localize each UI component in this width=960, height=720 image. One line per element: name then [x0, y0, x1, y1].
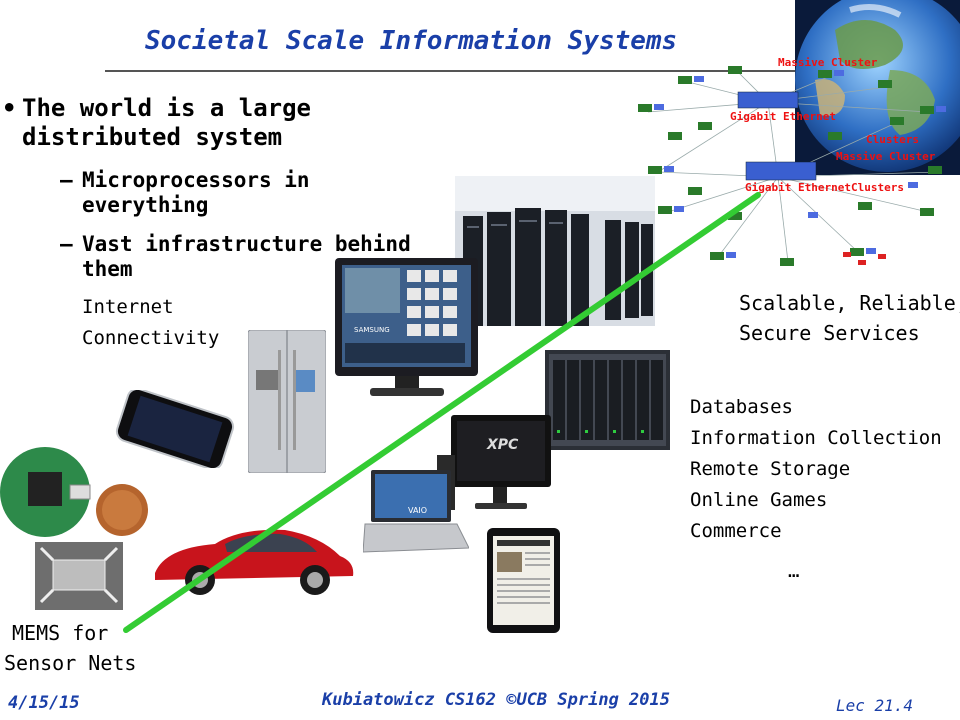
globe-image: [795, 0, 960, 175]
services-label-line2: Secure Services: [739, 321, 920, 345]
refrigerator-image: [248, 330, 326, 473]
service-online-games: Online Games: [690, 489, 828, 511]
laptop-brand: VAIO: [408, 506, 428, 515]
cluster-network-diagram: [638, 66, 946, 266]
title-rule: [105, 70, 900, 72]
sub-bullet-2: Vast infrastructure behind them: [82, 232, 411, 281]
mems-label-line1: MEMS for: [12, 621, 109, 645]
slide-title: Societal Scale Information Systems: [145, 26, 678, 56]
desktop-brand: XPC: [487, 437, 519, 453]
gigabit-ethernet-label: Gigabit Ethernet: [730, 110, 836, 123]
mems-label-line2: Sensor Nets: [4, 651, 137, 675]
bullet-dot: •: [2, 94, 17, 122]
massive-cluster-label: Massive Cluster: [778, 56, 878, 69]
sensor-board-image: [0, 447, 148, 537]
sub-bullet-dash-1: –: [60, 168, 73, 192]
clusters-label: Clusters: [866, 133, 919, 146]
footer-lecture: Lec 21.4: [836, 696, 914, 715]
service-remote-storage: Remote Storage: [690, 458, 851, 480]
tablet-image: [487, 528, 560, 633]
service-commerce: Commerce: [690, 520, 782, 542]
smartphone-image: [115, 390, 235, 468]
clusters-label-2: Clusters: [851, 181, 904, 194]
mems-image: [35, 542, 123, 610]
blade-server-image: [545, 350, 670, 450]
service-databases: Databases: [690, 396, 793, 418]
main-bullet: • The world is a large distributed syste…: [2, 94, 382, 152]
gigabit-ethernet-label-2: Gigabit Ethernet: [745, 181, 851, 194]
sub-bullet-1: Microprocessors in everything: [82, 168, 310, 217]
massive-cluster-label-2: Massive Cluster: [836, 150, 936, 163]
smart-tv-image: [335, 258, 478, 396]
service-information-collection: Information Collection: [690, 427, 942, 449]
footer-date: 4/15/15: [8, 693, 80, 713]
laptop-image: [363, 470, 469, 553]
main-bullet-text: The world is a large distributed system: [22, 94, 311, 151]
sub-bullet-dash-2: –: [60, 232, 73, 256]
server-room-image: [455, 176, 655, 326]
tv-brand: SAMSUNG: [354, 326, 390, 334]
service-ellipsis: …: [788, 560, 800, 582]
internet-label-line2: Connectivity: [82, 327, 220, 349]
internet-label-line1: Internet: [82, 296, 174, 318]
footer-course: Kubiatowicz CS162 ©UCB Spring 2015: [322, 690, 670, 710]
services-label-line1: Scalable, Reliable,: [739, 291, 960, 315]
